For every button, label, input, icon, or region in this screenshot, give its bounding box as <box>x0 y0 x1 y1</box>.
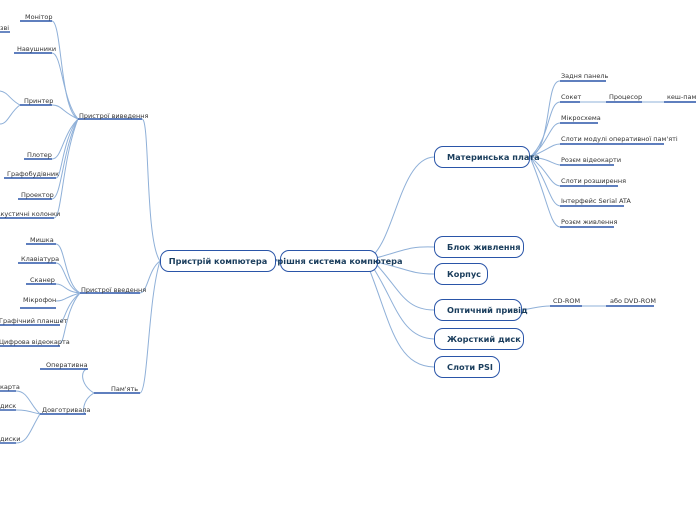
output-devices-label[interactable]: Пристрої виведення <box>79 112 149 120</box>
scanner-label[interactable]: Сканер <box>30 276 55 284</box>
ram-slots-label[interactable]: Слоти модулі оперативної пам'яті <box>561 135 678 143</box>
computer-device-node[interactable]: Пристрій компютера <box>160 250 276 272</box>
tablet-label[interactable]: Графічний планшет <box>0 317 68 325</box>
video-socket-label[interactable]: Розєм відеокарти <box>561 156 622 164</box>
projector-label[interactable]: Проектор <box>21 191 54 199</box>
expansion-slots-label[interactable]: Слоти розширення <box>561 177 627 185</box>
power-socket-label[interactable]: Розєм живлення <box>561 218 618 226</box>
mouse-label[interactable]: Мишка <box>30 236 54 244</box>
ram-label[interactable]: Оперативна <box>46 361 88 369</box>
keyboard-label[interactable]: Клавіатура <box>21 255 60 263</box>
optical-drive-node[interactable]: Оптичний привід <box>434 299 528 321</box>
memory-card-label[interactable]: карта <box>0 383 20 391</box>
input-devices-label[interactable]: Пристрої введення <box>81 286 147 294</box>
dvdrom-label[interactable]: або DVD-ROM <box>610 297 656 305</box>
center-node[interactable]: Внутрішня система компютера <box>255 250 403 272</box>
microphone-label[interactable]: Мікрофон <box>23 296 57 304</box>
power-unit-node[interactable]: Блок живлення <box>434 236 524 258</box>
memory-disk-label[interactable]: диск <box>0 402 17 410</box>
hdd-node[interactable]: Жорсткий диск <box>434 328 524 350</box>
speakers-label[interactable]: Акустичні колонки <box>0 210 61 218</box>
video-card-label[interactable]: Цифрова відеокарта <box>0 338 70 346</box>
sata-label[interactable]: Інтерфейс Serial ATA <box>561 197 631 205</box>
motherboard-node[interactable]: Материнська плата <box>434 146 540 168</box>
long-term-label[interactable]: Довготривала <box>42 406 91 414</box>
plotter-label[interactable]: Плотер <box>27 151 52 159</box>
cache-label[interactable]: кеш-пам'ять <box>667 93 696 101</box>
case-node[interactable]: Корпус <box>434 263 488 285</box>
printer-label[interactable]: Принтер <box>24 97 54 105</box>
pci-slots-node[interactable]: Слоти PSI <box>434 356 500 378</box>
cdrom-label[interactable]: CD-ROM <box>553 297 581 305</box>
headphones-label[interactable]: Навушники <box>17 45 57 53</box>
graph-plotter-label[interactable]: Графобудівник <box>7 170 59 178</box>
memory-label[interactable]: Пам'ять <box>111 385 139 393</box>
microchip-label[interactable]: Мікросхема <box>561 114 601 122</box>
socket-label[interactable]: Сокет <box>561 93 582 101</box>
processor-label[interactable]: Процесор <box>609 93 643 101</box>
back-panel-label[interactable]: Задня панель <box>561 72 609 80</box>
monitor-sub-label[interactable]: зві <box>0 24 10 32</box>
memory-disks-label[interactable]: диски <box>0 435 21 443</box>
monitor-label[interactable]: Монітор <box>25 13 53 21</box>
